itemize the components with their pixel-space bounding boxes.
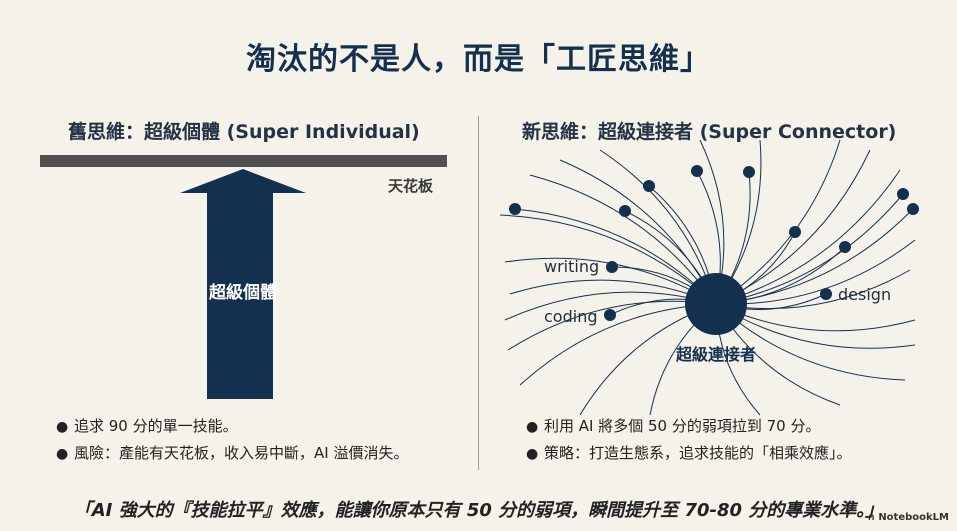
notebooklm-logo-icon: ∩ [867, 512, 876, 523]
skill-node [907, 203, 919, 215]
skill-nodes [509, 165, 919, 321]
super-individual-arrow: 超級個體 [180, 169, 306, 399]
skill-node [820, 288, 832, 300]
old-mindset-bullets: ● 追求 90 分的單一技能。 ● 風險：產能有天花板，收入易中斷，AI 溢價消… [56, 415, 408, 469]
node-label-coding: coding [544, 307, 597, 326]
connector-hub [685, 273, 747, 335]
list-item: ● 策略：打造生態系，追求技能的「相乘效應」。 [526, 444, 852, 462]
list-item: ● 利用 AI 將多個 50 分的弱項拉到 70 分。 [526, 417, 821, 435]
hub-label: 超級連接者 [675, 345, 756, 364]
list-item: ● 風險：產能有天花板，收入易中斷，AI 溢價消失。 [56, 444, 409, 462]
bullet-icon: ● [56, 419, 69, 435]
skill-node [897, 188, 909, 200]
page-title: 淘汰的不是人，而是「工匠思維」 [246, 42, 711, 77]
skill-node [643, 180, 655, 192]
arrow-label: 超級個體 [209, 282, 277, 303]
new-mindset-bullets: ● 利用 AI 將多個 50 分的弱項拉到 70 分。 ● 策略：打造生態系，追… [526, 415, 852, 469]
skill-node [604, 309, 616, 321]
bullet-icon: ● [56, 446, 69, 462]
node-label-writing: writing [544, 257, 599, 276]
connection-line [507, 300, 717, 351]
skill-node [743, 166, 755, 178]
connection-line [529, 174, 717, 305]
connection-line [499, 214, 717, 305]
ceiling-label: 天花板 [388, 177, 434, 195]
column-divider [478, 116, 479, 470]
bullet-icon: ● [526, 419, 539, 435]
bullet-icon: ● [526, 446, 539, 462]
bottom-quote: 「AI 強大的『技能拉平』效應，能讓你原本只有 50 分的弱項，瞬間提升至 70… [73, 500, 884, 521]
new-mindset-heading: 新思維：超級連接者 (Super Connector) [522, 121, 897, 143]
node-label-design: design [838, 285, 891, 304]
ceiling-bar [40, 155, 447, 167]
skill-node [619, 205, 631, 217]
brand-badge: ∩ NotebookLM [867, 512, 949, 523]
skill-node [789, 226, 801, 238]
skill-node [509, 203, 521, 215]
old-mindset-heading: 舊思維：超級個體 (Super Individual) [68, 121, 420, 143]
skill-node [839, 241, 851, 253]
up-arrow-shape [180, 169, 306, 399]
skill-node [691, 165, 703, 177]
skill-node [606, 261, 618, 273]
list-item: ● 追求 90 分的單一技能。 [56, 417, 238, 435]
